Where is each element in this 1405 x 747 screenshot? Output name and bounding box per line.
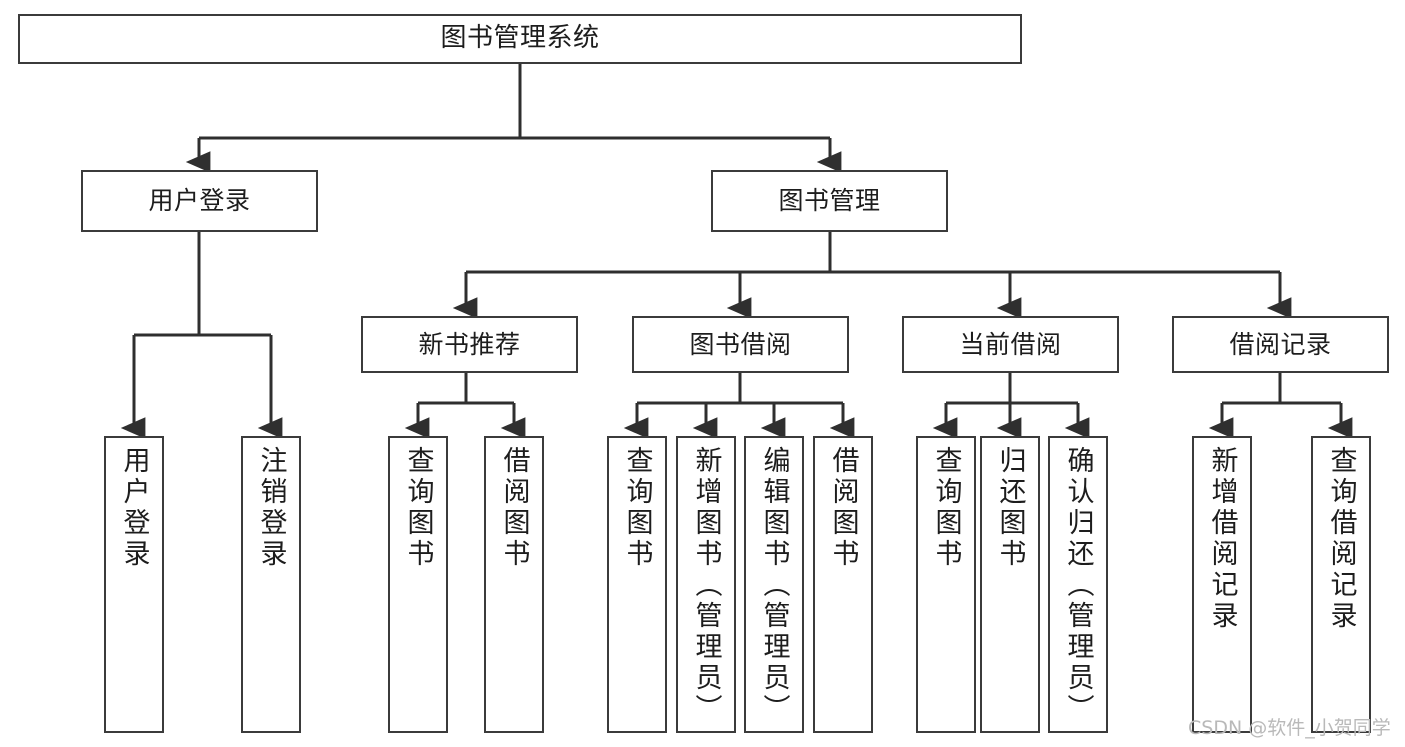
node-book-borrowing[interactable]: 图书借阅	[632, 316, 849, 373]
leaf-borrow-books[interactable]: 借阅图书	[813, 436, 873, 733]
leaf-query-borrow-record[interactable]: 查询借阅记录	[1311, 436, 1371, 733]
leaf-user-login[interactable]: 用户登录	[104, 436, 164, 733]
node-label: 注销登录	[255, 446, 287, 570]
node-label: 新增借阅记录	[1206, 446, 1238, 632]
leaf-confirm-return-admin[interactable]: 确认归还（管理员）	[1048, 436, 1108, 733]
node-label: 借阅图书	[498, 446, 530, 570]
node-label: 归还图书	[994, 446, 1026, 570]
leaf-query-books-recommend[interactable]: 查询图书	[388, 436, 448, 733]
leaf-query-books-current[interactable]: 查询图书	[916, 436, 976, 733]
node-label: 查询图书	[930, 446, 962, 570]
node-label: 当前借阅	[959, 329, 1062, 359]
leaf-add-borrow-record[interactable]: 新增借阅记录	[1192, 436, 1252, 733]
node-label: 用户登录	[148, 186, 251, 215]
node-root-book-management-system[interactable]: 图书管理系统	[18, 14, 1022, 64]
node-label: 新书推荐	[418, 329, 521, 359]
node-label: 查询图书	[402, 446, 434, 570]
node-label: 图书管理	[778, 186, 881, 215]
leaf-query-books-borrow[interactable]: 查询图书	[607, 436, 667, 733]
node-borrowing-records[interactable]: 借阅记录	[1172, 316, 1389, 373]
csdn-watermark: CSDN @软件_小贺同学	[1188, 717, 1391, 739]
node-book-management[interactable]: 图书管理	[711, 170, 948, 232]
node-label: 确认归还（管理员）	[1062, 446, 1094, 725]
node-current-borrowing[interactable]: 当前借阅	[902, 316, 1119, 373]
node-label: 借阅记录	[1229, 329, 1332, 359]
node-label: 图书管理系统	[440, 23, 600, 54]
node-user-login[interactable]: 用户登录	[81, 170, 318, 232]
node-label: 图书借阅	[689, 329, 792, 359]
leaf-borrow-books-recommend[interactable]: 借阅图书	[484, 436, 544, 733]
node-label: 查询借阅记录	[1325, 446, 1357, 632]
leaf-logout[interactable]: 注销登录	[241, 436, 301, 733]
node-label: 新增图书（管理员）	[690, 446, 722, 725]
node-label: 用户登录	[118, 446, 150, 570]
leaf-return-books[interactable]: 归还图书	[980, 436, 1040, 733]
node-label: 借阅图书	[827, 446, 859, 570]
node-new-book-recommendation[interactable]: 新书推荐	[361, 316, 578, 373]
node-label: 查询图书	[621, 446, 653, 570]
leaf-edit-book-admin[interactable]: 编辑图书（管理员）	[744, 436, 804, 733]
leaf-add-book-admin[interactable]: 新增图书（管理员）	[676, 436, 736, 733]
node-label: 编辑图书（管理员）	[758, 446, 790, 725]
